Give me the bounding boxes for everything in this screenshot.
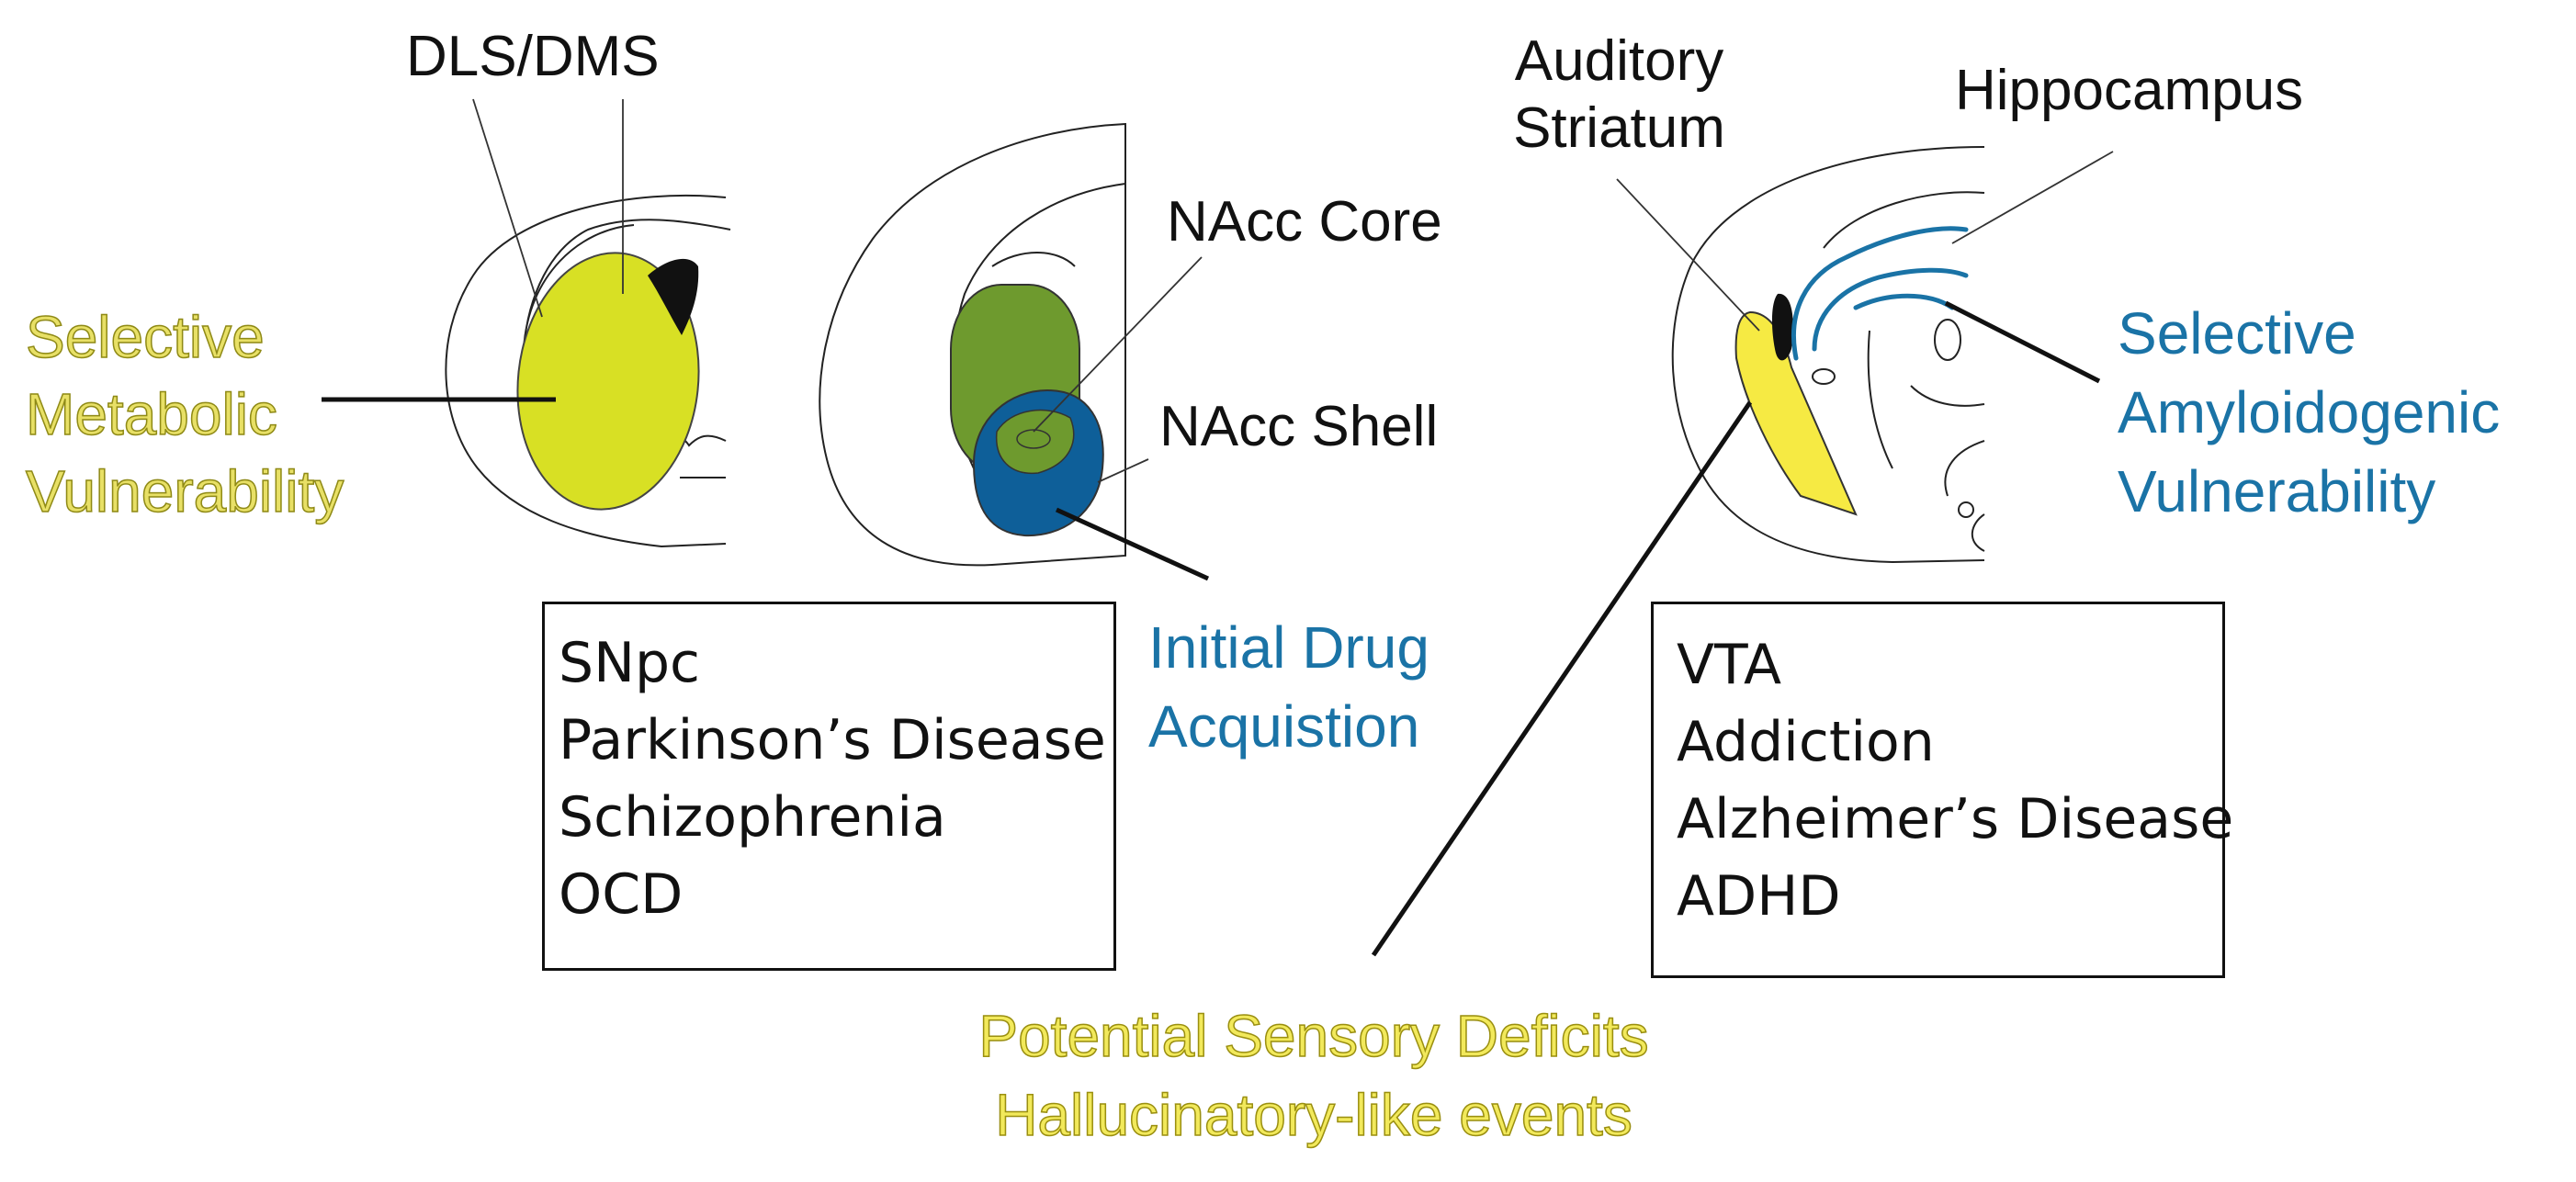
box-item: SNpc [559,631,701,695]
leader-nacc-shell [1097,458,1149,483]
box-item: Parkinson’s Disease [559,708,1106,772]
box-item: VTA [1677,633,1782,697]
hippocampus-region [1791,226,1969,361]
box-item: ADHD [1677,864,1841,929]
box-item: Schizophrenia [559,785,946,850]
box-item: Alzheimer’s Disease [1677,787,2234,851]
brain-section-posterior [1671,146,1985,564]
label-nacc-core: NAcc Core [1167,190,1442,253]
disorder-box-snpc: SNpc Parkinson’s Disease Schizophrenia O… [542,602,1116,971]
disorder-box-vta: VTA Addiction Alzheimer’s Disease ADHD [1651,602,2234,978]
annotation-metabolic-vulnerability: Selective Metabolic Vulnerability [25,303,345,525]
brain-section-dorsal-striatum [445,194,731,548]
pointer-sensory [1371,400,1753,957]
leader-lines [472,98,2114,483]
pointer-drug [1055,507,1210,581]
label-dls-dms: DLS/DMS [406,25,660,88]
anterior-commissure [1016,429,1051,449]
annotation-initial-drug-acquisition: Initial Drug Acquistion [1148,614,1429,760]
leader-dls [472,98,543,318]
pointer-amyloid [1944,300,2101,384]
box-item: OCD [559,862,684,927]
leader-auditory-striatum [1616,178,1760,332]
ventricle-right [1771,293,1793,361]
nacc-core-inner [995,409,1075,475]
pointer-lines [322,300,2101,957]
leader-nacc-core [1033,256,1203,433]
box-item: Addiction [1677,710,1935,774]
label-auditory-striatum: Auditory Striatum [1513,29,1725,161]
label-nacc-shell: NAcc Shell [1159,395,1439,458]
annotation-sensory-deficits: Potential Sensory Deficits Hallucinatory… [978,1002,1650,1149]
label-hippocampus: Hippocampus [1955,59,2304,122]
dls-dms-region [516,252,700,511]
leader-hippocampus [1951,151,2114,244]
annotation-amyloidogenic-vulnerability: Selective Amyloidogenic Vulnerability [2118,300,2501,524]
ventricle-left [648,258,699,335]
